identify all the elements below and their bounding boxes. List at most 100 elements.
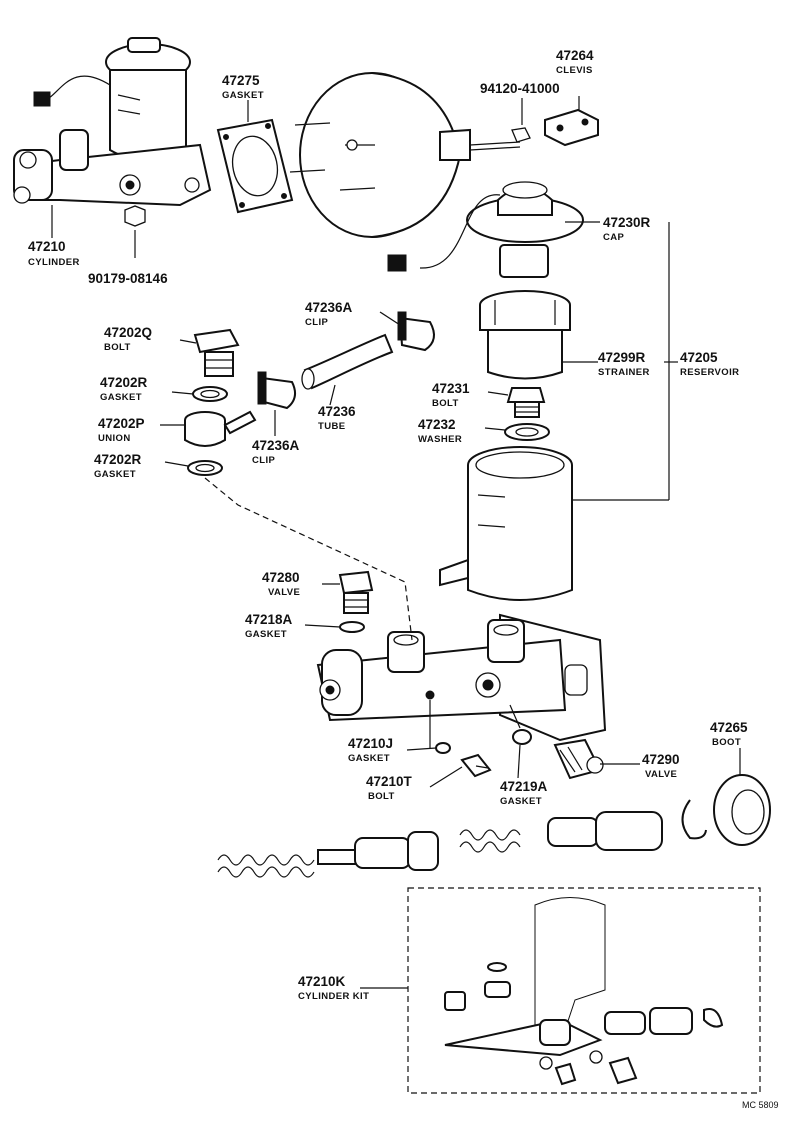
- callout-47210T: 47210T BOLT: [366, 774, 413, 802]
- clip-47236A-lower-drawing: [257, 371, 297, 410]
- bolt-47210T-drawing: [460, 753, 492, 778]
- svg-text:BOLT: BOLT: [104, 342, 131, 353]
- bolt-47231-drawing: [506, 387, 546, 418]
- svg-text:GASKET: GASKET: [500, 796, 542, 807]
- callout-47230R: 47230R CAP: [603, 215, 651, 243]
- callout-47236: 47236 TUBE: [318, 404, 356, 432]
- svg-text:GASKET: GASKET: [245, 629, 287, 640]
- callout-47280: 47280 VALVE: [262, 570, 300, 598]
- master-cylinder-body-drawing: [316, 613, 607, 742]
- svg-text:CLIP: CLIP: [305, 317, 329, 328]
- svg-text:47232: 47232: [418, 417, 456, 432]
- diagram-code: MC 5809: [742, 1100, 779, 1110]
- svg-text:BOOT: BOOT: [712, 737, 741, 748]
- clip-47236A-upper-drawing: [397, 311, 435, 352]
- strainer-47299R-drawing: [479, 290, 571, 380]
- valve-47290-drawing: [553, 738, 604, 780]
- svg-text:BOLT: BOLT: [432, 398, 459, 409]
- callout-47290: 47290 VALVE: [642, 752, 680, 780]
- svg-text:47202R: 47202R: [94, 452, 142, 467]
- brake-booster-drawing: [289, 72, 531, 238]
- clevis-47264-drawing: [544, 96, 599, 147]
- svg-text:WASHER: WASHER: [418, 434, 462, 445]
- svg-text:GASKET: GASKET: [94, 469, 136, 480]
- callout-47202Q: 47202Q BOLT: [104, 325, 152, 353]
- svg-text:47218A: 47218A: [245, 612, 293, 627]
- svg-text:47299R: 47299R: [598, 350, 646, 365]
- dashed-connector-gasket-to-port: [204, 477, 413, 641]
- cylinder-kit-47210K-drawing: [407, 887, 761, 1094]
- callout-47219A: 47219A GASKET: [500, 779, 548, 807]
- callout-47236A-bottom: 47236A CLIP: [252, 438, 300, 466]
- svg-text:47265: 47265: [710, 720, 748, 735]
- svg-text:TUBE: TUBE: [318, 421, 345, 432]
- reservoir-body-drawing: [439, 446, 573, 601]
- boot-47265-drawing: [713, 774, 771, 846]
- callout-47218A: 47218A GASKET: [245, 612, 293, 640]
- bolt-47202Q-drawing: [193, 328, 240, 377]
- svg-text:47210: 47210: [28, 239, 66, 254]
- gasket-47202R-upper-drawing: [192, 386, 228, 402]
- piston-spring-row-drawing: [217, 811, 663, 878]
- svg-text:GASKET: GASKET: [100, 392, 142, 403]
- svg-text:47231: 47231: [432, 381, 470, 396]
- svg-text:CLEVIS: CLEVIS: [556, 65, 593, 76]
- svg-text:47236A: 47236A: [305, 300, 353, 315]
- svg-text:47290: 47290: [642, 752, 680, 767]
- svg-text:UNION: UNION: [98, 433, 131, 444]
- tube-47236-drawing: [301, 333, 394, 390]
- gasket-47210J-drawing: [435, 742, 451, 754]
- svg-text:47236: 47236: [318, 404, 356, 419]
- svg-text:47205: 47205: [680, 350, 718, 365]
- callout-47275: 47275 GASKET: [222, 73, 264, 101]
- svg-text:CYLINDER KIT: CYLINDER KIT: [298, 991, 369, 1002]
- svg-text:47275: 47275: [222, 73, 260, 88]
- svg-text:47202P: 47202P: [98, 416, 145, 431]
- svg-text:47219A: 47219A: [500, 779, 548, 794]
- assembled-master-cylinder-drawing: [13, 37, 212, 227]
- svg-text:CLIP: CLIP: [252, 455, 276, 466]
- gasket-47218A-drawing: [339, 621, 365, 633]
- washer-47232-drawing: [504, 423, 550, 441]
- svg-text:90179-08146: 90179-08146: [88, 271, 168, 286]
- callout-47205: 47205 RESERVOIR: [680, 350, 739, 378]
- svg-text:94120-41000: 94120-41000: [480, 81, 560, 96]
- svg-text:47210K: 47210K: [298, 974, 346, 989]
- callout-47210J: 47210J GASKET: [348, 736, 393, 764]
- callout-47231: 47231 BOLT: [432, 381, 470, 409]
- callout-47236A-top: 47236A CLIP: [305, 300, 353, 328]
- callout-47264: 47264 CLEVIS: [556, 48, 594, 76]
- callout-47299R: 47299R STRAINER: [598, 350, 650, 378]
- callout-47202R-upper: 47202R GASKET: [100, 375, 148, 403]
- gasket-47219A-drawing: [512, 729, 532, 745]
- callout-94120-41000: 94120-41000: [480, 81, 560, 96]
- callout-47265: 47265 BOOT: [710, 720, 748, 748]
- leader-lines: [51, 98, 741, 989]
- snap-ring-drawing: [681, 799, 707, 840]
- callout-47232: 47232 WASHER: [418, 417, 462, 445]
- valve-47280-drawing: [338, 570, 374, 614]
- svg-text:GASKET: GASKET: [222, 90, 264, 101]
- svg-text:RESERVOIR: RESERVOIR: [680, 367, 739, 378]
- svg-text:47236A: 47236A: [252, 438, 300, 453]
- reservoir-cap-47230R-drawing: [387, 181, 584, 278]
- svg-text:47264: 47264: [556, 48, 594, 63]
- svg-text:CAP: CAP: [603, 232, 625, 243]
- svg-text:STRAINER: STRAINER: [598, 367, 650, 378]
- svg-text:47280: 47280: [262, 570, 300, 585]
- svg-text:VALVE: VALVE: [268, 587, 300, 598]
- gasket-47202R-lower-drawing: [187, 460, 223, 476]
- svg-text:47210T: 47210T: [366, 774, 413, 789]
- svg-text:47210J: 47210J: [348, 736, 393, 751]
- svg-text:BOLT: BOLT: [368, 791, 395, 802]
- gasket-47275-drawing: [216, 118, 294, 214]
- callout-90179-08146: 90179-08146: [88, 271, 168, 286]
- svg-text:CYLINDER: CYLINDER: [28, 257, 80, 268]
- callout-47210K: 47210K CYLINDER KIT: [298, 974, 369, 1002]
- callout-47202P: 47202P UNION: [98, 416, 145, 444]
- callout-47202R-lower: 47202R GASKET: [94, 452, 142, 480]
- svg-text:47230R: 47230R: [603, 215, 651, 230]
- svg-text:47202Q: 47202Q: [104, 325, 152, 340]
- svg-text:VALVE: VALVE: [645, 769, 677, 780]
